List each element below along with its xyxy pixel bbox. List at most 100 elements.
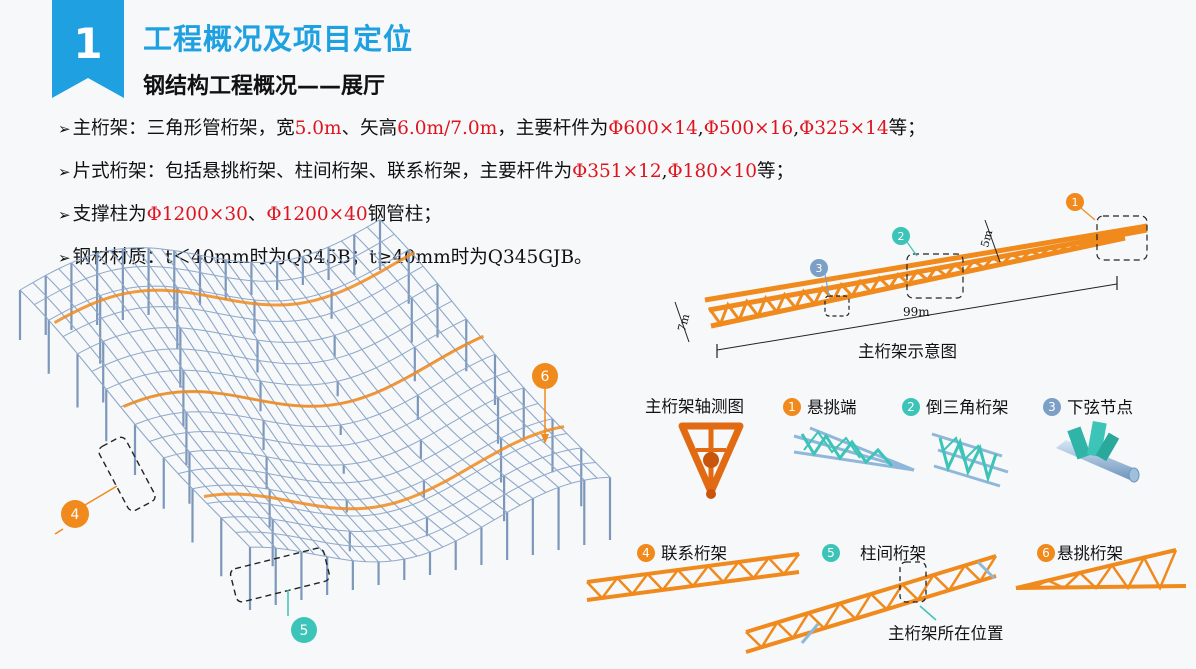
legend-item-2: 2 倒三角桁架: [902, 394, 1009, 418]
roof-rafter: [341, 240, 572, 484]
roof-rafter: [315, 251, 547, 493]
dim-length-line: [716, 283, 1118, 351]
schematic-marker-3: [810, 259, 828, 277]
spec-value-highlight: Φ351×12: [572, 161, 662, 182]
web-members: [707, 235, 1116, 328]
spec-value-highlight: Φ1200×40: [266, 204, 368, 225]
roof-rafter: [96, 253, 328, 558]
roof-rafter: [302, 256, 534, 500]
roof-rafter: [122, 248, 354, 561]
bottom-chord: [710, 235, 1126, 329]
spec-bullet-list: ➢主桁架：三角形管桁架，宽5.0m、矢高6.0m/7.0m，主要杆件为Φ600×…: [58, 113, 926, 285]
model-marker-6: 6: [532, 363, 558, 444]
detail-box-1: [1096, 215, 1148, 261]
model-marker-5: 5: [287, 590, 317, 643]
spec-text: 等；: [757, 161, 795, 182]
spec-value-highlight: Φ325×14: [799, 118, 889, 139]
position-box: [899, 561, 927, 603]
axonometric-truss-icon: [678, 422, 744, 499]
spec-value-highlight: Φ1200×30: [146, 204, 248, 225]
roof-rafter: [70, 262, 302, 553]
roof-rafter: [199, 254, 431, 553]
roof-rafter: [289, 259, 521, 506]
roof-rafter: [225, 259, 457, 542]
cantilever-truss-drawing: [1015, 548, 1187, 591]
dim-height-line: [674, 301, 690, 343]
inverted-triangle-truss-icon: [931, 432, 1009, 488]
legend-num-1: 1: [783, 398, 801, 416]
connecting-truss-drawing: [586, 552, 800, 602]
roof-rafter: [238, 261, 469, 535]
roof-rafter: [32, 282, 264, 548]
truss-5-label: 5 柱间桁架: [822, 540, 926, 564]
legend-num-2: 2: [902, 398, 920, 416]
spec-value-highlight: 5.0m: [294, 118, 342, 139]
spec-bullet-1: ➢主桁架：三角形管桁架，宽5.0m、矢高6.0m/7.0m，主要杆件为Φ600×…: [58, 113, 926, 156]
roof-rafter: [212, 257, 444, 548]
svg-text:1: 1: [73, 19, 102, 68]
connecting-truss-top: [586, 552, 800, 584]
axonometric-label: 主桁架轴测图: [645, 397, 744, 416]
bullet-arrow-icon: ➢: [58, 249, 71, 267]
position-arrow: [919, 605, 937, 621]
schematic-marker-2: [892, 227, 910, 245]
roof-rafter: [366, 226, 598, 479]
spec-text: 片式桁架：包括悬挑桁架、柱间桁架、联系桁架，主要杆件为: [72, 161, 573, 182]
roof-rafter: [173, 250, 405, 560]
bullet-arrow-icon: ➢: [58, 120, 71, 138]
connecting-truss-web: [586, 553, 800, 600]
page-subtitle: 钢结构工程概况——展厅: [143, 74, 386, 99]
roof-rafter: [45, 275, 277, 549]
spec-value-highlight: 6.0m/7.0m: [397, 118, 498, 139]
spec-text: 等；: [888, 118, 926, 139]
svg-text:4: 4: [71, 507, 80, 523]
svg-text:5: 5: [300, 623, 309, 639]
spec-text: 主桁架：三角形管桁架，宽: [72, 118, 295, 139]
dim-height-text: 7m: [675, 312, 692, 333]
roof-purlin: [235, 462, 596, 548]
schematic-marker-1: [1066, 193, 1084, 211]
roof-rafter: [109, 250, 341, 560]
svg-text:1: 1: [1072, 196, 1079, 209]
cantilever-end-icon: [793, 426, 915, 472]
dim-width-line: [984, 219, 1001, 263]
truss-4-label: 4 联系桁架: [637, 540, 727, 564]
model-box-5: [229, 547, 331, 603]
legend-label-2: 倒三角桁架: [926, 398, 1009, 417]
spec-text: 、: [247, 204, 267, 225]
truss-6-num: 6: [1037, 544, 1055, 562]
bullet-arrow-icon: ➢: [58, 206, 71, 224]
truss-5-num: 5: [822, 544, 840, 562]
truss-4-text: 联系桁架: [661, 544, 727, 563]
cantilever-truss-top: [1015, 548, 1177, 590]
legend-item-3: 3 下弦节点: [1043, 394, 1133, 418]
legend-num-3: 3: [1043, 398, 1061, 416]
roof-rafter: [148, 247, 380, 563]
spec-value-highlight: Φ600×14: [608, 118, 698, 139]
cantilever-truss-web: [1016, 549, 1178, 591]
svg-text:2: 2: [898, 230, 905, 243]
main-truss-position-label: 主桁架所在位置: [888, 624, 1004, 643]
roof-rafter: [379, 219, 611, 478]
section-number-badge: 1: [52, 0, 124, 98]
column-truss-bottom: [745, 574, 997, 654]
roof-purlin: [19, 219, 381, 291]
truss-5-text: 柱间桁架: [860, 544, 926, 563]
main-truss-line: [203, 425, 565, 511]
spec-value-highlight: Φ180×10: [667, 161, 758, 182]
truss-6-text: 悬挑桁架: [1057, 544, 1123, 563]
structure-3d-model: [18, 219, 612, 610]
spec-text: ,: [661, 161, 668, 182]
top-chord-b: [708, 227, 1148, 313]
dim-width-text: 5m: [978, 228, 995, 249]
bottom-chord-node-icon: [1056, 421, 1140, 483]
spec-bullet-4: ➢钢材材质：t＜40mm时为Q345B；t≥40mm时为Q345GJB。: [58, 242, 926, 285]
legend-label-3: 下弦节点: [1067, 398, 1133, 417]
truss-4-num: 4: [637, 544, 655, 562]
spec-text: ，主要杆件为: [497, 118, 609, 139]
model-marker-4: 4: [54, 485, 118, 535]
roof-rafter: [160, 248, 392, 562]
roof-rafter: [250, 261, 482, 528]
roof-rafter: [328, 246, 559, 488]
